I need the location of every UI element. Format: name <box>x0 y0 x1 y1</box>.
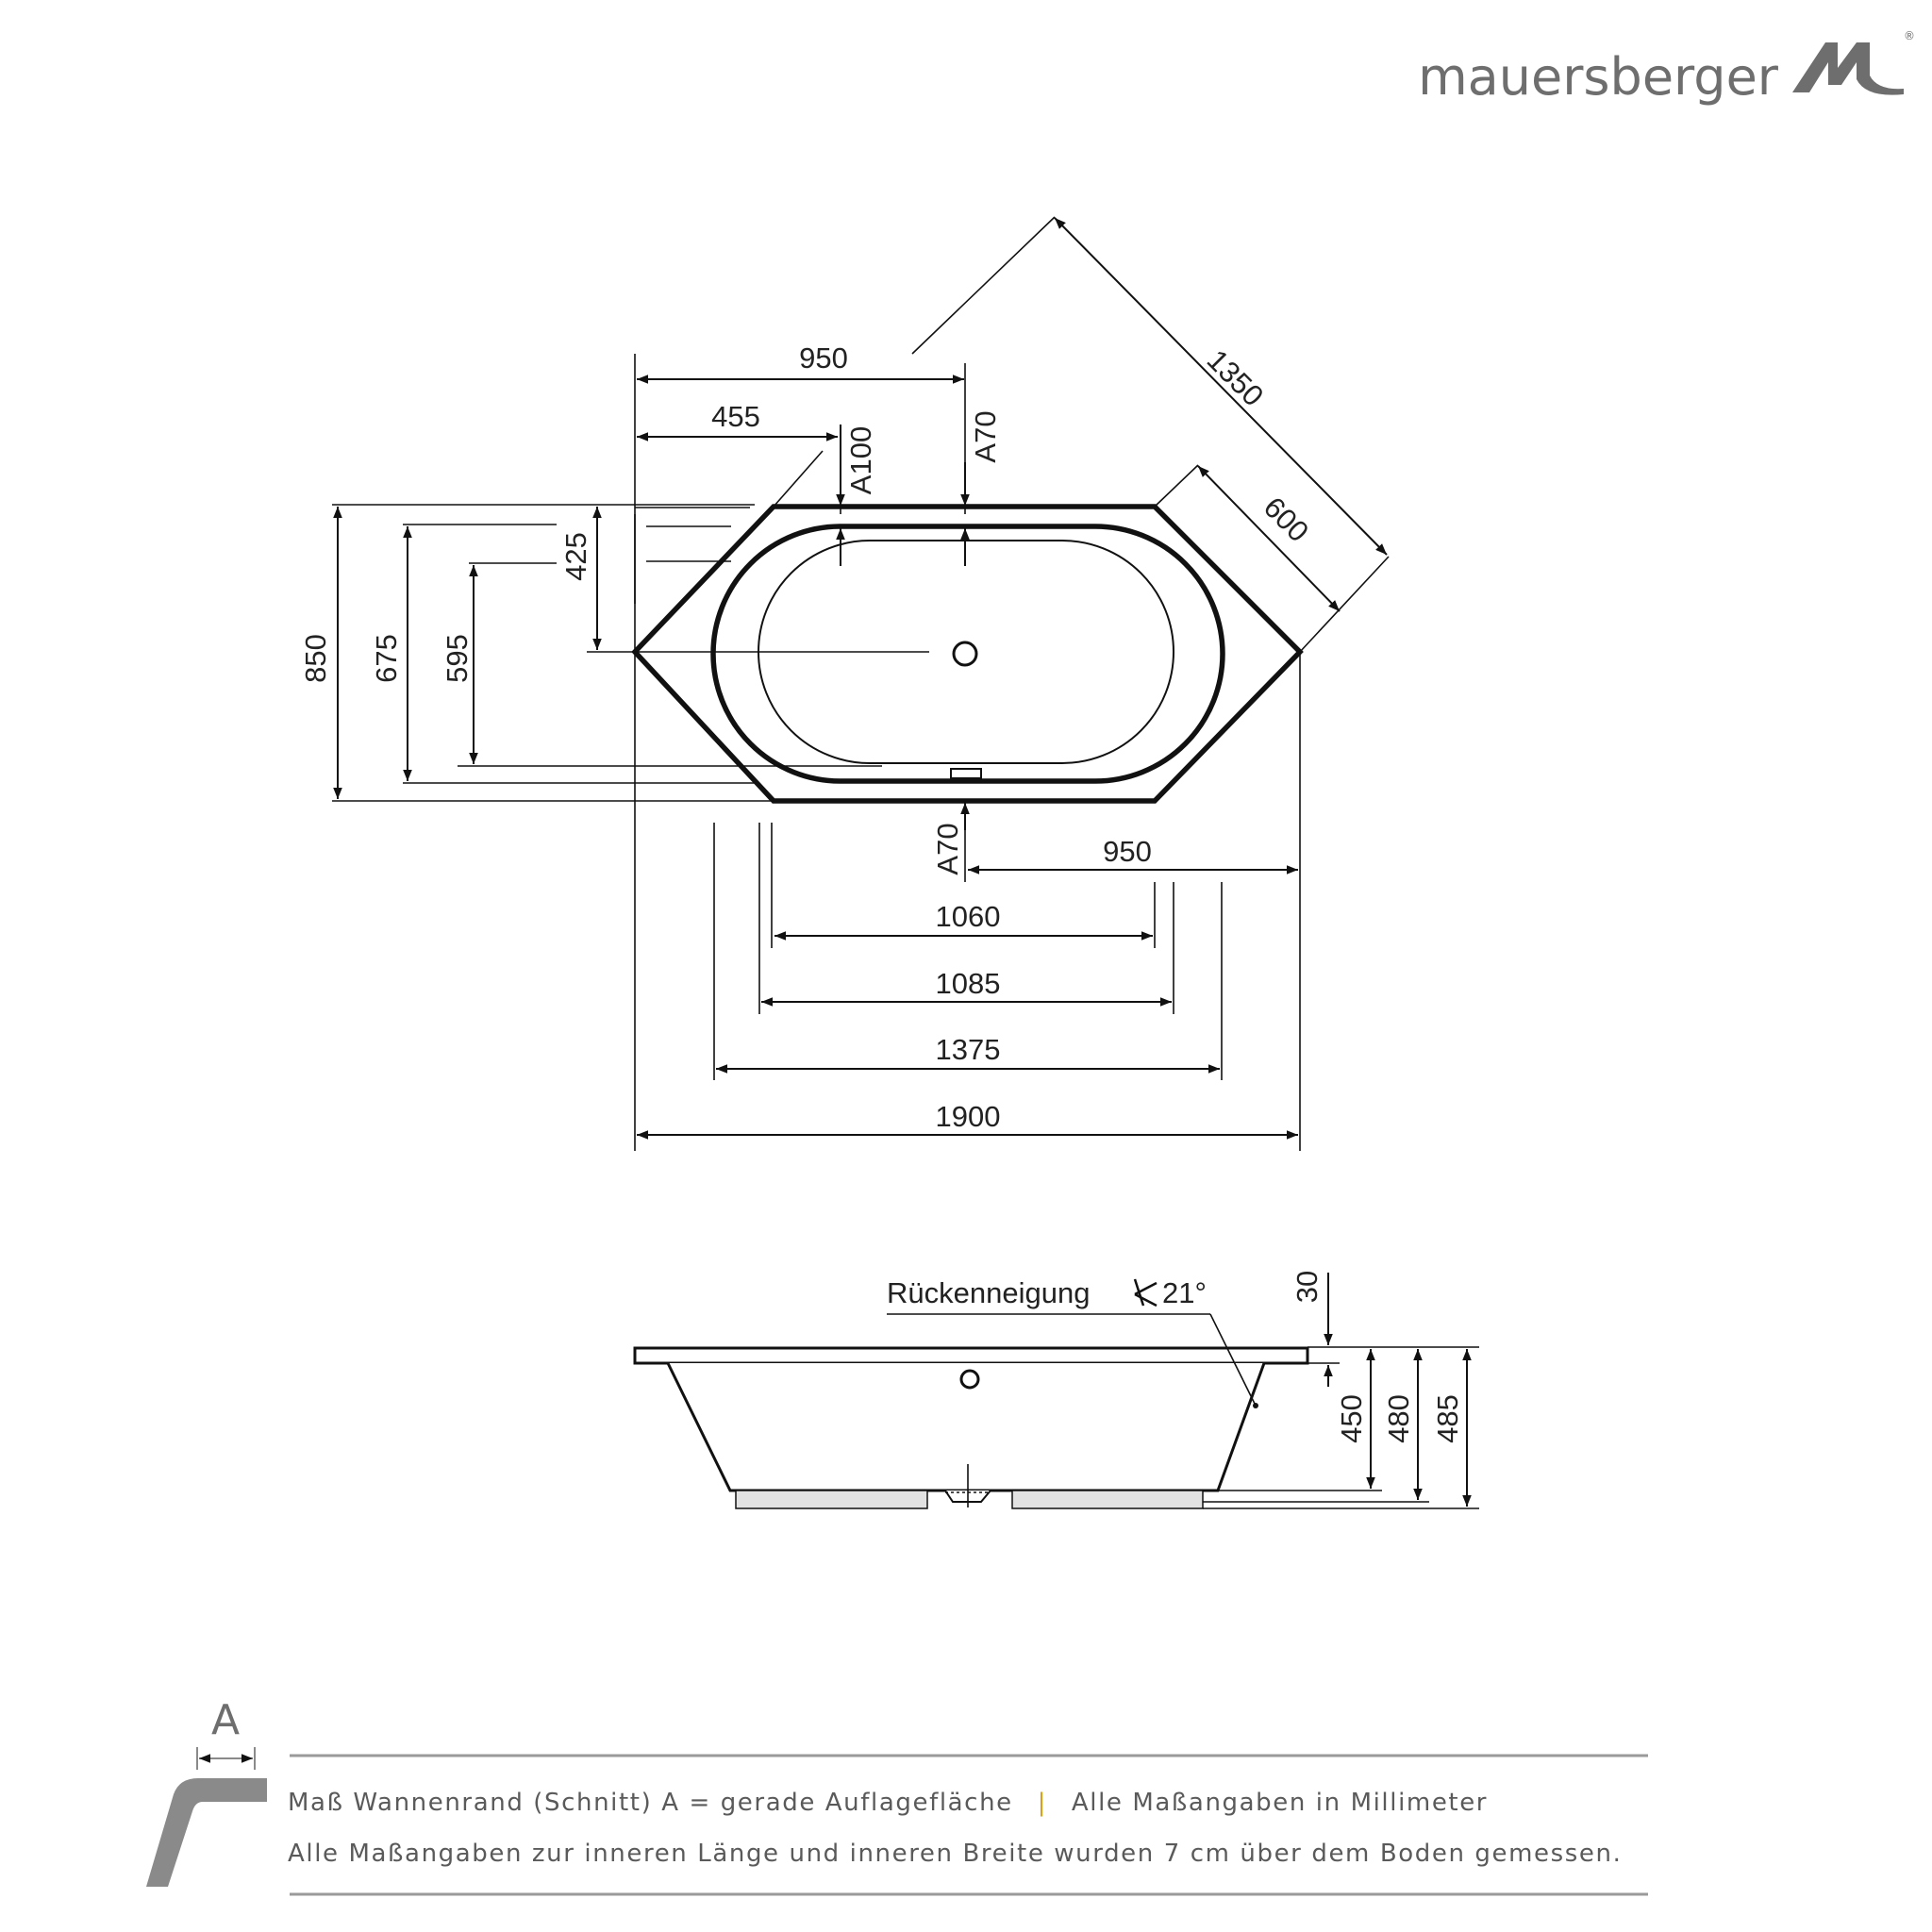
tub-rim-outline <box>710 524 1225 784</box>
dim-side-485: 485 <box>1431 1394 1464 1443</box>
dim-side-450: 450 <box>1335 1394 1368 1443</box>
dim-length-1900: 1900 <box>936 1100 1001 1133</box>
legend: A Maß Wannenrand (Schnitt) A = gerade Au… <box>146 1696 1648 1896</box>
dim-height-675: 675 <box>370 634 403 683</box>
overflow-side-icon <box>959 1369 980 1390</box>
dim-side-30: 30 <box>1291 1271 1324 1303</box>
legend-line2: Alle Maßangaben zur inneren Länge und in… <box>288 1840 1622 1868</box>
registered-mark: ® <box>1904 29 1915 42</box>
dim-top-950: 950 <box>799 341 848 375</box>
top-view: 950 455 A100 A70 1350 600 850 675 <box>299 216 1390 1151</box>
back-angle-label: Rückenneigung <box>887 1276 1090 1309</box>
dim-length-1085: 1085 <box>936 967 1001 1000</box>
dim-height-595: 595 <box>441 634 474 683</box>
overflow-icon <box>950 768 982 779</box>
legend-units-note: Alle Maßangaben in Millimeter <box>1072 1789 1488 1817</box>
dim-top-455: 455 <box>711 400 760 433</box>
angle-icon <box>1133 1278 1158 1307</box>
dim-a70-top: A70 <box>969 410 1002 462</box>
drain-icon <box>952 641 978 667</box>
legend-rim-note: Maß Wannenrand (Schnitt) A = gerade Aufl… <box>288 1789 1013 1817</box>
side-view: Rückenneigung 21° 30 450 480 485 <box>633 1271 1479 1509</box>
tub-side-foot-right <box>1011 1490 1204 1509</box>
brand-name: mauersberger <box>1418 47 1779 107</box>
dim-diag-600: 600 <box>1257 491 1315 548</box>
tub-side-foot-left <box>735 1490 928 1509</box>
tub-outer-hexagon <box>631 504 1304 804</box>
legend-a-letter: A <box>211 1696 240 1744</box>
dim-a100: A100 <box>844 426 877 494</box>
back-angle-value: 21° <box>1162 1276 1207 1309</box>
back-angle-text: Rückenneigung <box>887 1276 1090 1309</box>
tub-side-rim <box>633 1346 1309 1365</box>
dim-side-480: 480 <box>1382 1394 1415 1443</box>
dim-bottom-950: 950 <box>1103 835 1152 868</box>
legend-line1: Maß Wannenrand (Schnitt) A = gerade Aufl… <box>288 1789 1488 1817</box>
rim-profile-icon <box>146 1778 267 1887</box>
dim-height-425: 425 <box>559 532 592 581</box>
brand-logo: mauersberger ® <box>1418 29 1915 107</box>
dim-length-1375: 1375 <box>936 1033 1001 1066</box>
legend-separator: | <box>1038 1789 1047 1817</box>
dim-a70-bottom: A70 <box>931 823 964 874</box>
dim-height-850: 850 <box>299 634 332 683</box>
mauersberger-m-logo-icon <box>1792 42 1904 95</box>
dim-length-1060: 1060 <box>936 900 1001 933</box>
